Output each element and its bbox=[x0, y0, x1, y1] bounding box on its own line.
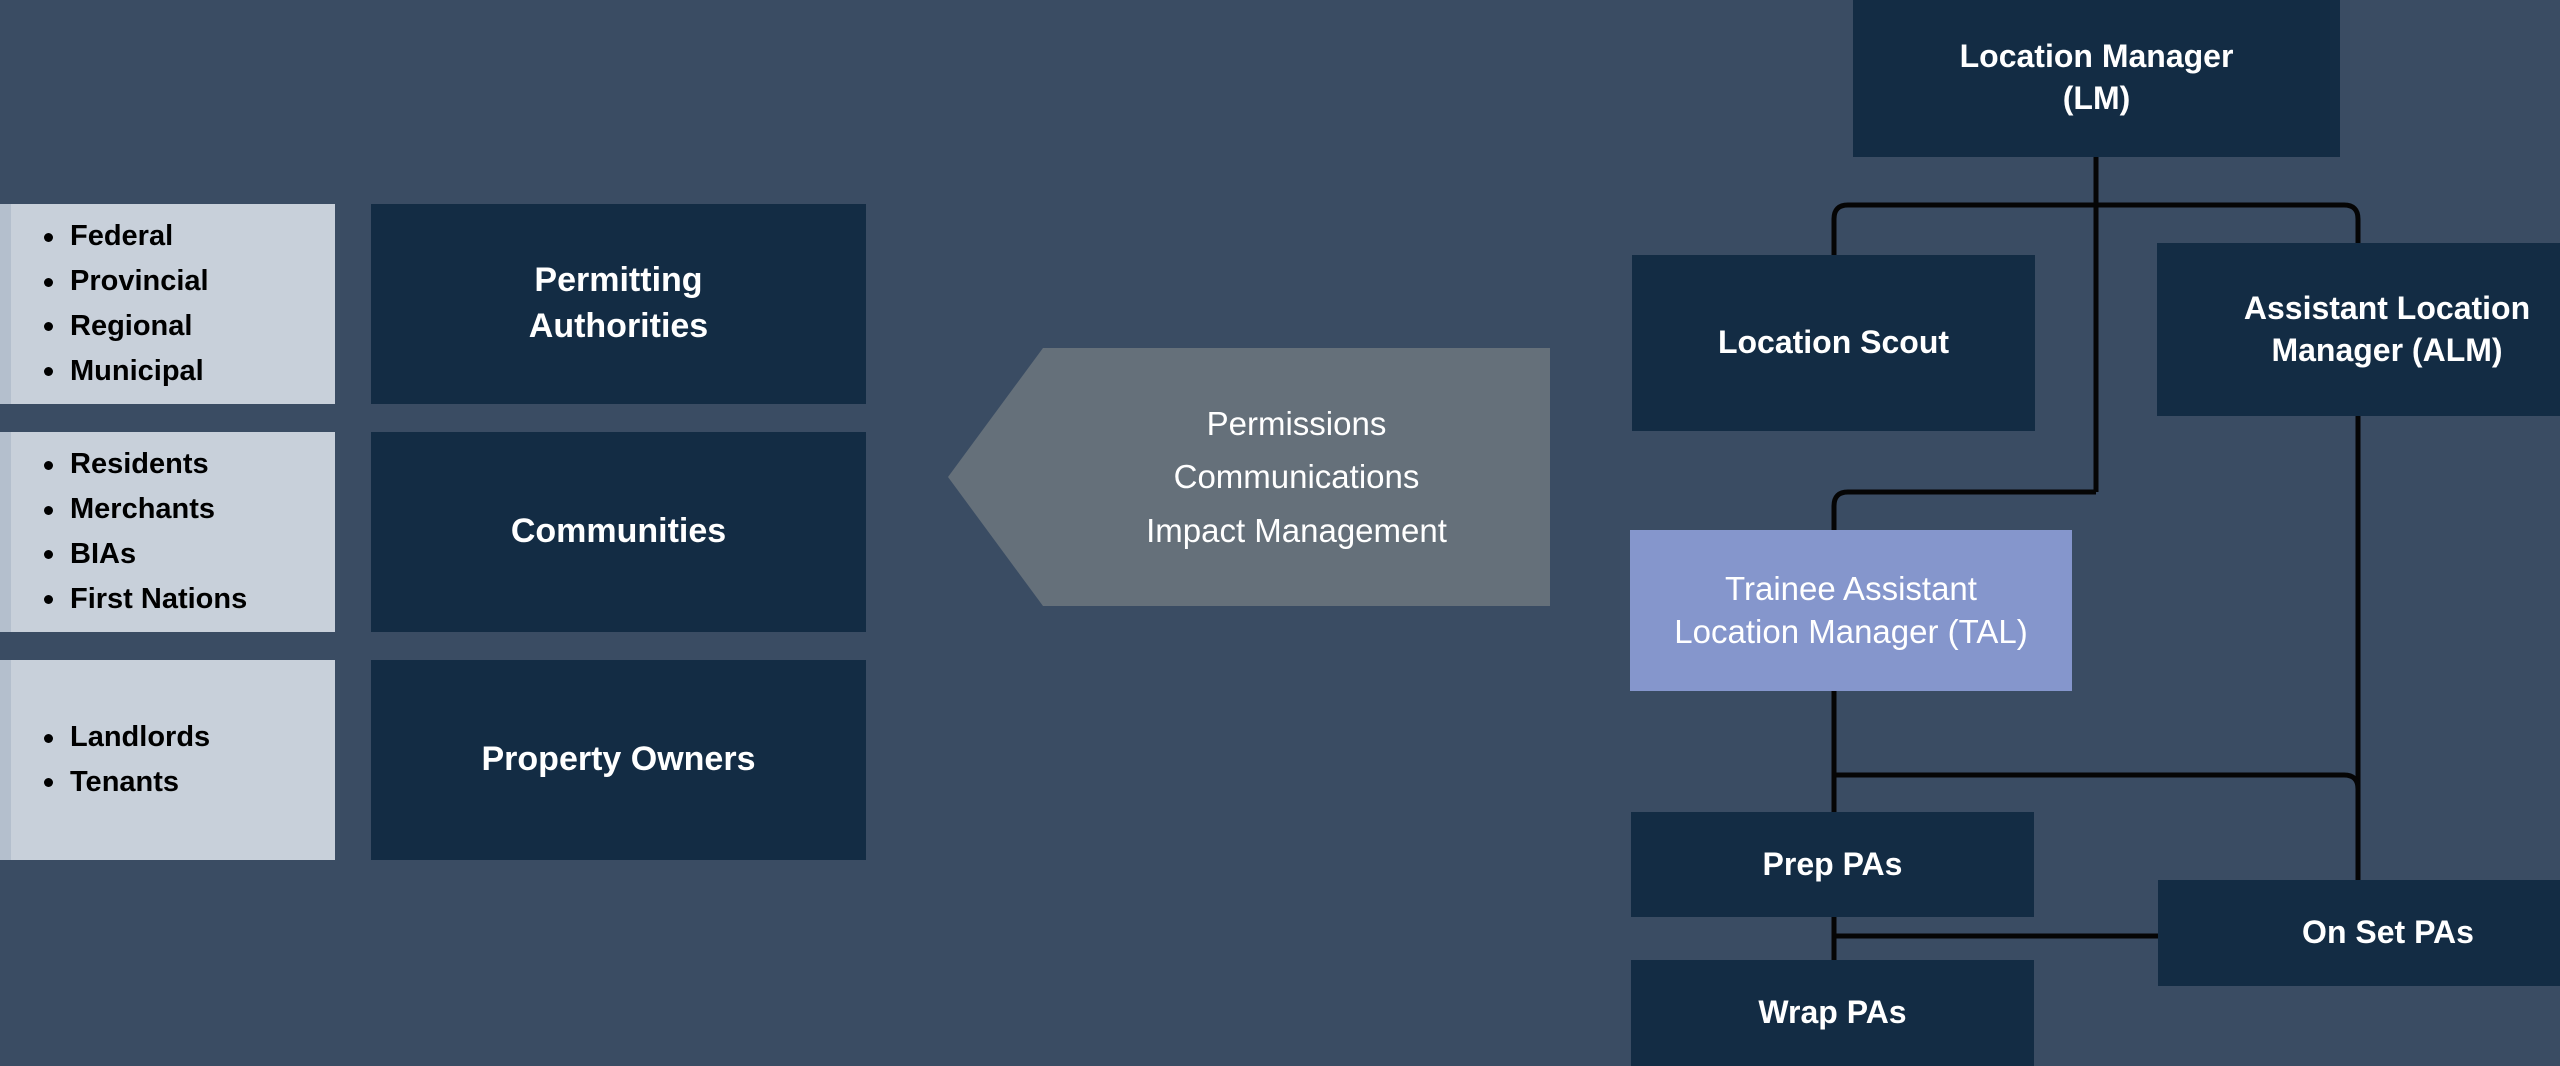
org-node-label-line2: (LM) bbox=[2062, 79, 2131, 116]
edge-alm-to-tal bbox=[1831, 489, 2096, 530]
org-node-label-line1: Location Manager bbox=[1959, 37, 2234, 74]
org-node-prep-pas[interactable]: Prep PAs bbox=[1631, 812, 2034, 917]
list-item: Merchants bbox=[43, 487, 247, 532]
category-label: Permitting Authorities bbox=[529, 258, 708, 350]
category-communities: Communities bbox=[371, 432, 866, 632]
responsibilities-line-3: Impact Management bbox=[1146, 511, 1447, 549]
list-item: Provincial bbox=[44, 259, 209, 304]
permitting-authorities-items: Federal Provincial Regional Municipal bbox=[0, 214, 209, 394]
property-owners-list: Landlords Tenants bbox=[0, 660, 335, 860]
responsibilities-line-1: Permissions bbox=[1206, 404, 1387, 442]
list-item: Regional bbox=[44, 304, 209, 349]
responsibilities-line-2: Communications bbox=[1173, 458, 1420, 496]
communities-items: Residents Merchants BIAs First Nations bbox=[0, 442, 247, 622]
edge-lm-to-alm bbox=[2096, 202, 2361, 880]
responsibilities-text: Permissions Communications Impact Manage… bbox=[1051, 397, 1447, 557]
org-node-label-line2: Manager (ALM) bbox=[2271, 331, 2503, 368]
org-node-label-line1: Assistant Location bbox=[2243, 289, 2531, 326]
category-property-owners: Property Owners bbox=[371, 660, 866, 860]
panel-left-edge bbox=[0, 660, 11, 860]
org-node-label: Location Scout bbox=[1717, 324, 1950, 361]
category-label-line1: Permitting bbox=[534, 261, 703, 300]
category-permitting-authorities: Permitting Authorities bbox=[371, 204, 866, 404]
edge-lm-to-scout bbox=[1831, 202, 2096, 255]
list-item: Municipal bbox=[44, 349, 209, 394]
org-node-label: Location Manager (LM) bbox=[1960, 36, 2234, 119]
responsibilities-callout: Permissions Communications Impact Manage… bbox=[948, 348, 1550, 606]
org-node-label: On Set PAs bbox=[2302, 914, 2474, 951]
org-node-label: Prep PAs bbox=[1762, 845, 1903, 882]
property-owners-items: Landlords Tenants bbox=[0, 715, 210, 805]
org-node-assistant-location-manager[interactable]: Assistant Location Manager (ALM) bbox=[2157, 243, 2560, 416]
list-item: BIAs bbox=[43, 532, 247, 577]
communities-list: Residents Merchants BIAs First Nations bbox=[0, 432, 335, 632]
list-item: Landlords bbox=[43, 715, 210, 760]
category-label: Property Owners bbox=[481, 740, 756, 779]
list-item: Federal bbox=[44, 214, 209, 259]
org-node-location-manager[interactable]: Location Manager (LM) bbox=[1853, 0, 2340, 157]
list-item: Residents bbox=[43, 442, 247, 487]
org-node-label: Wrap PAs bbox=[1758, 994, 1907, 1031]
org-node-wrap-pas[interactable]: Wrap PAs bbox=[1631, 960, 2034, 1066]
org-node-label: Trainee Assistant Location Manager (TAL) bbox=[1674, 568, 2027, 654]
category-label-line2: Authorities bbox=[528, 307, 709, 345]
org-node-label: Assistant Location Manager (ALM) bbox=[2244, 288, 2530, 371]
category-label: Communities bbox=[510, 512, 727, 551]
org-node-location-scout[interactable]: Location Scout bbox=[1632, 255, 2035, 431]
org-node-on-set-pas[interactable]: On Set PAs bbox=[2158, 880, 2560, 986]
panel-left-edge bbox=[0, 432, 11, 632]
list-item: Tenants bbox=[43, 760, 210, 805]
org-node-trainee-assistant-location-manager[interactable]: Trainee Assistant Location Manager (TAL) bbox=[1630, 530, 2072, 691]
org-node-label-line2: Location Manager (TAL) bbox=[1674, 612, 2028, 650]
org-node-label-line1: Trainee Assistant bbox=[1725, 569, 1977, 607]
panel-left-edge bbox=[0, 204, 11, 404]
list-item: First Nations bbox=[43, 577, 247, 622]
permitting-authorities-list: Federal Provincial Regional Municipal bbox=[0, 204, 335, 404]
edge-tal-to-onset bbox=[1834, 772, 2361, 880]
